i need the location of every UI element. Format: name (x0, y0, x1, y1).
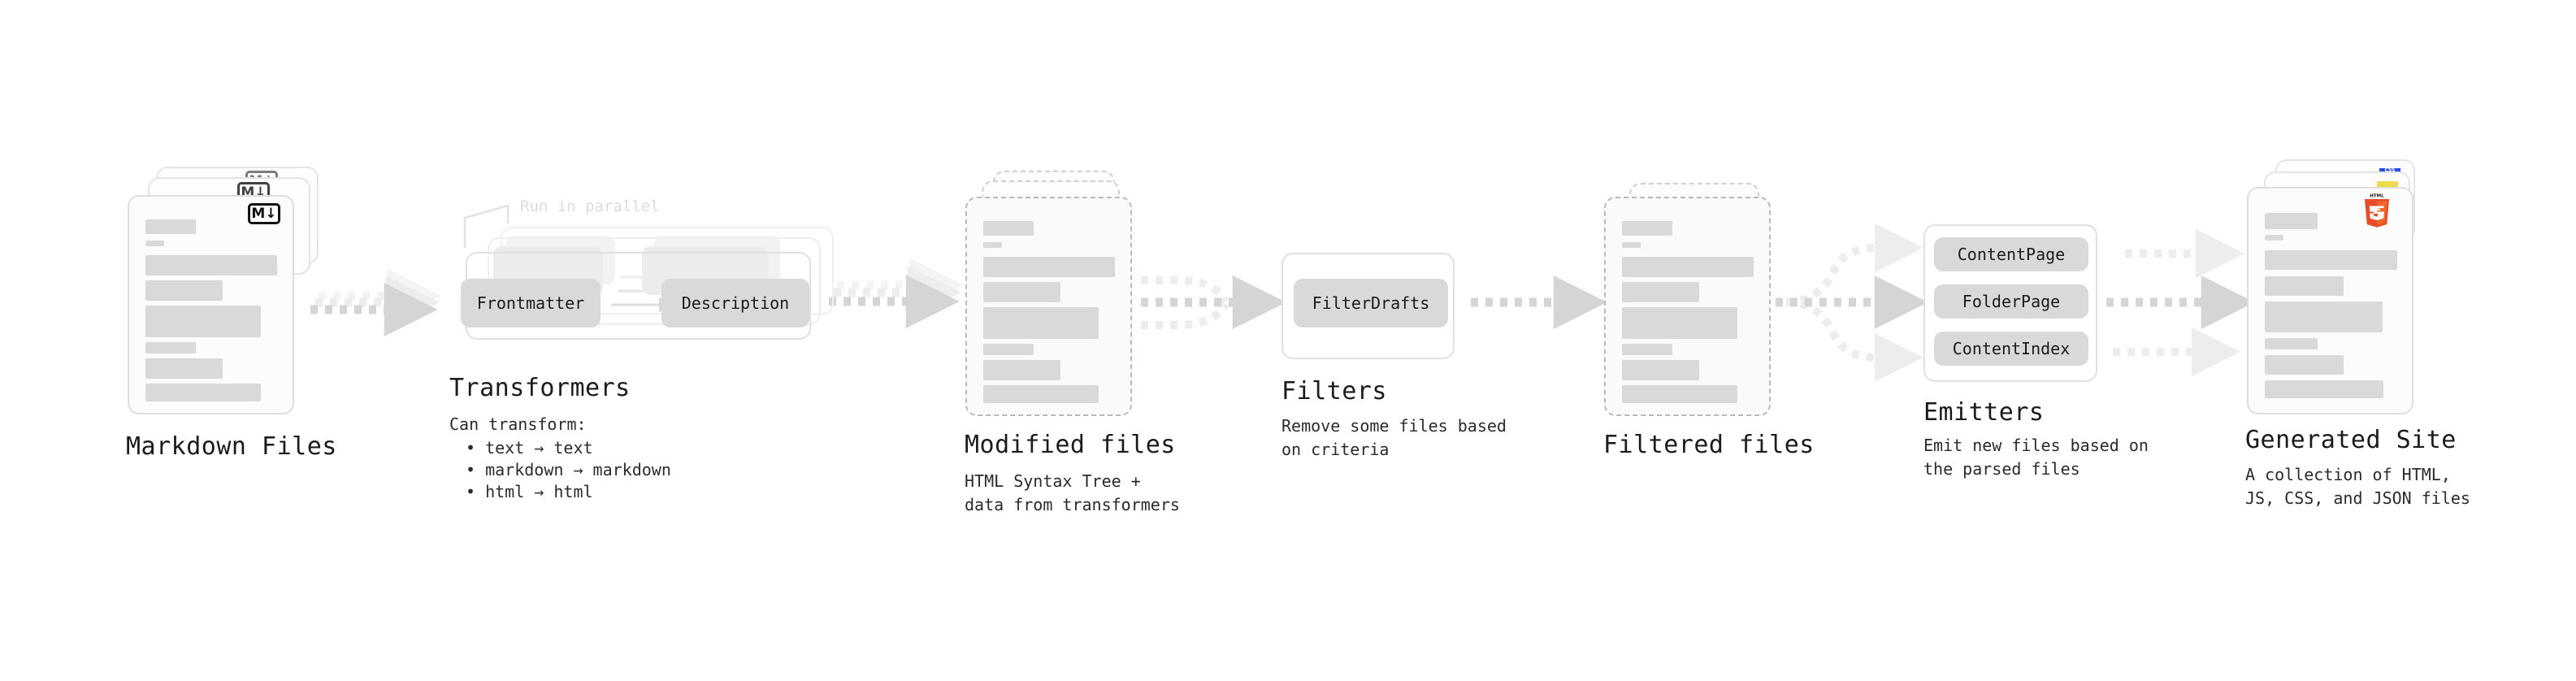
content-bar (1622, 307, 1737, 339)
content-bar (2265, 338, 2318, 349)
emitter-pill-folderpage-label: FolderPage (1962, 292, 2061, 311)
content-bar (2265, 250, 2397, 270)
emitter-pill-contentpage-label: ContentPage (1957, 245, 2066, 264)
stage-title-generated-site: Generated Site (2245, 426, 2457, 454)
content-bar (145, 241, 164, 246)
content-bar (2265, 301, 2383, 332)
run-in-parallel-label: Run in parallel (520, 197, 660, 215)
content-bar (145, 358, 223, 379)
svg-text:HTML: HTML (2370, 194, 2384, 199)
content-bar (1622, 282, 1699, 302)
content-bar (145, 219, 196, 234)
transformer-pill-frontmatter[interactable]: Frontmatter (461, 279, 601, 327)
stage-desc-generated-site: A collection of HTML, JS, CSS, and JSON … (2245, 465, 2470, 508)
filter-pill-filterdrafts-label: FilterDrafts (1312, 293, 1430, 313)
svg-text:5: 5 (2372, 206, 2382, 223)
content-bar (983, 221, 1034, 236)
content-bar (983, 257, 1115, 277)
stage-desc-emitters: Emit new files based on the parsed files (1923, 436, 2149, 479)
connector-transformers-to-modified (829, 258, 964, 328)
content-bar (983, 307, 1099, 339)
content-bar (2265, 276, 2344, 296)
stage-title-markdown-files: Markdown Files (126, 432, 337, 461)
stage-desc-transformers-bullet-0: • text → text (466, 438, 593, 458)
content-bar (983, 242, 1002, 248)
content-bar (983, 385, 1099, 403)
content-bar (983, 360, 1060, 380)
content-bar (145, 306, 261, 337)
html5-badge: HTML 5 (2362, 193, 2392, 228)
stage-title-modified-files: Modified files (965, 431, 1176, 459)
html5-icon: HTML 5 (2365, 194, 2389, 228)
content-bar (2265, 380, 2383, 398)
content-bar (145, 384, 261, 401)
content-bar (2265, 235, 2283, 241)
stage-desc-filters: Remove some files based on criteria (1281, 416, 1507, 459)
markdown-badge-text: M↓ (251, 205, 277, 222)
stage-desc-transformers-bullet-2: • html → html (466, 482, 593, 501)
content-bar (145, 280, 223, 301)
generated-site-card-front (2247, 187, 2413, 414)
modified-file-card-front (965, 197, 1132, 416)
emitter-pill-contentindex-label: ContentIndex (1952, 339, 2071, 358)
content-bar (1622, 257, 1754, 277)
stage-title-filters: Filters (1281, 377, 1387, 406)
content-bar (1622, 344, 1672, 355)
markdown-file-card-front (128, 195, 294, 414)
markdown-badge: M↓ (248, 203, 280, 224)
content-bar (1622, 385, 1737, 403)
transformer-pill-frontmatter-label: Frontmatter (476, 293, 585, 313)
stage-desc-transformers-intro: Can transform: (449, 414, 587, 434)
filtered-file-card-front (1604, 197, 1771, 416)
stage-desc-modified-files: HTML Syntax Tree + data from transformer… (965, 471, 1180, 514)
emitter-pill-contentpage[interactable]: ContentPage (1934, 237, 2088, 271)
emitter-pill-folderpage[interactable]: FolderPage (1934, 284, 2088, 319)
content-bar (983, 282, 1060, 302)
connector-emitters-to-site (2106, 229, 2255, 376)
filter-pill-filterdrafts[interactable]: FilterDrafts (1294, 279, 1448, 327)
content-bar (1622, 242, 1641, 248)
connector-modified-to-filters (1141, 275, 1286, 329)
content-bar (1622, 360, 1699, 380)
content-bar (145, 342, 196, 354)
content-bar (2265, 355, 2344, 375)
stage-title-emitters: Emitters (1923, 398, 2045, 427)
stage-title-filtered-files: Filtered files (1603, 431, 1815, 459)
connector-filtered-to-emitters (1776, 223, 1928, 382)
emitter-pill-contentindex[interactable]: ContentIndex (1934, 332, 2088, 366)
content-bar (145, 255, 277, 275)
content-bar (1622, 221, 1672, 236)
stage-title-transformers: Transformers (449, 374, 631, 402)
transformer-pill-description-label: Description (681, 293, 790, 313)
stage-desc-transformers-bullet-1: • markdown → markdown (466, 460, 671, 479)
content-bar (2265, 213, 2318, 229)
connector-md-to-transformers (310, 269, 441, 336)
content-bar (983, 344, 1034, 355)
transformer-pill-description[interactable]: Description (661, 279, 809, 327)
css-badge-text: CSS (2384, 167, 2396, 173)
